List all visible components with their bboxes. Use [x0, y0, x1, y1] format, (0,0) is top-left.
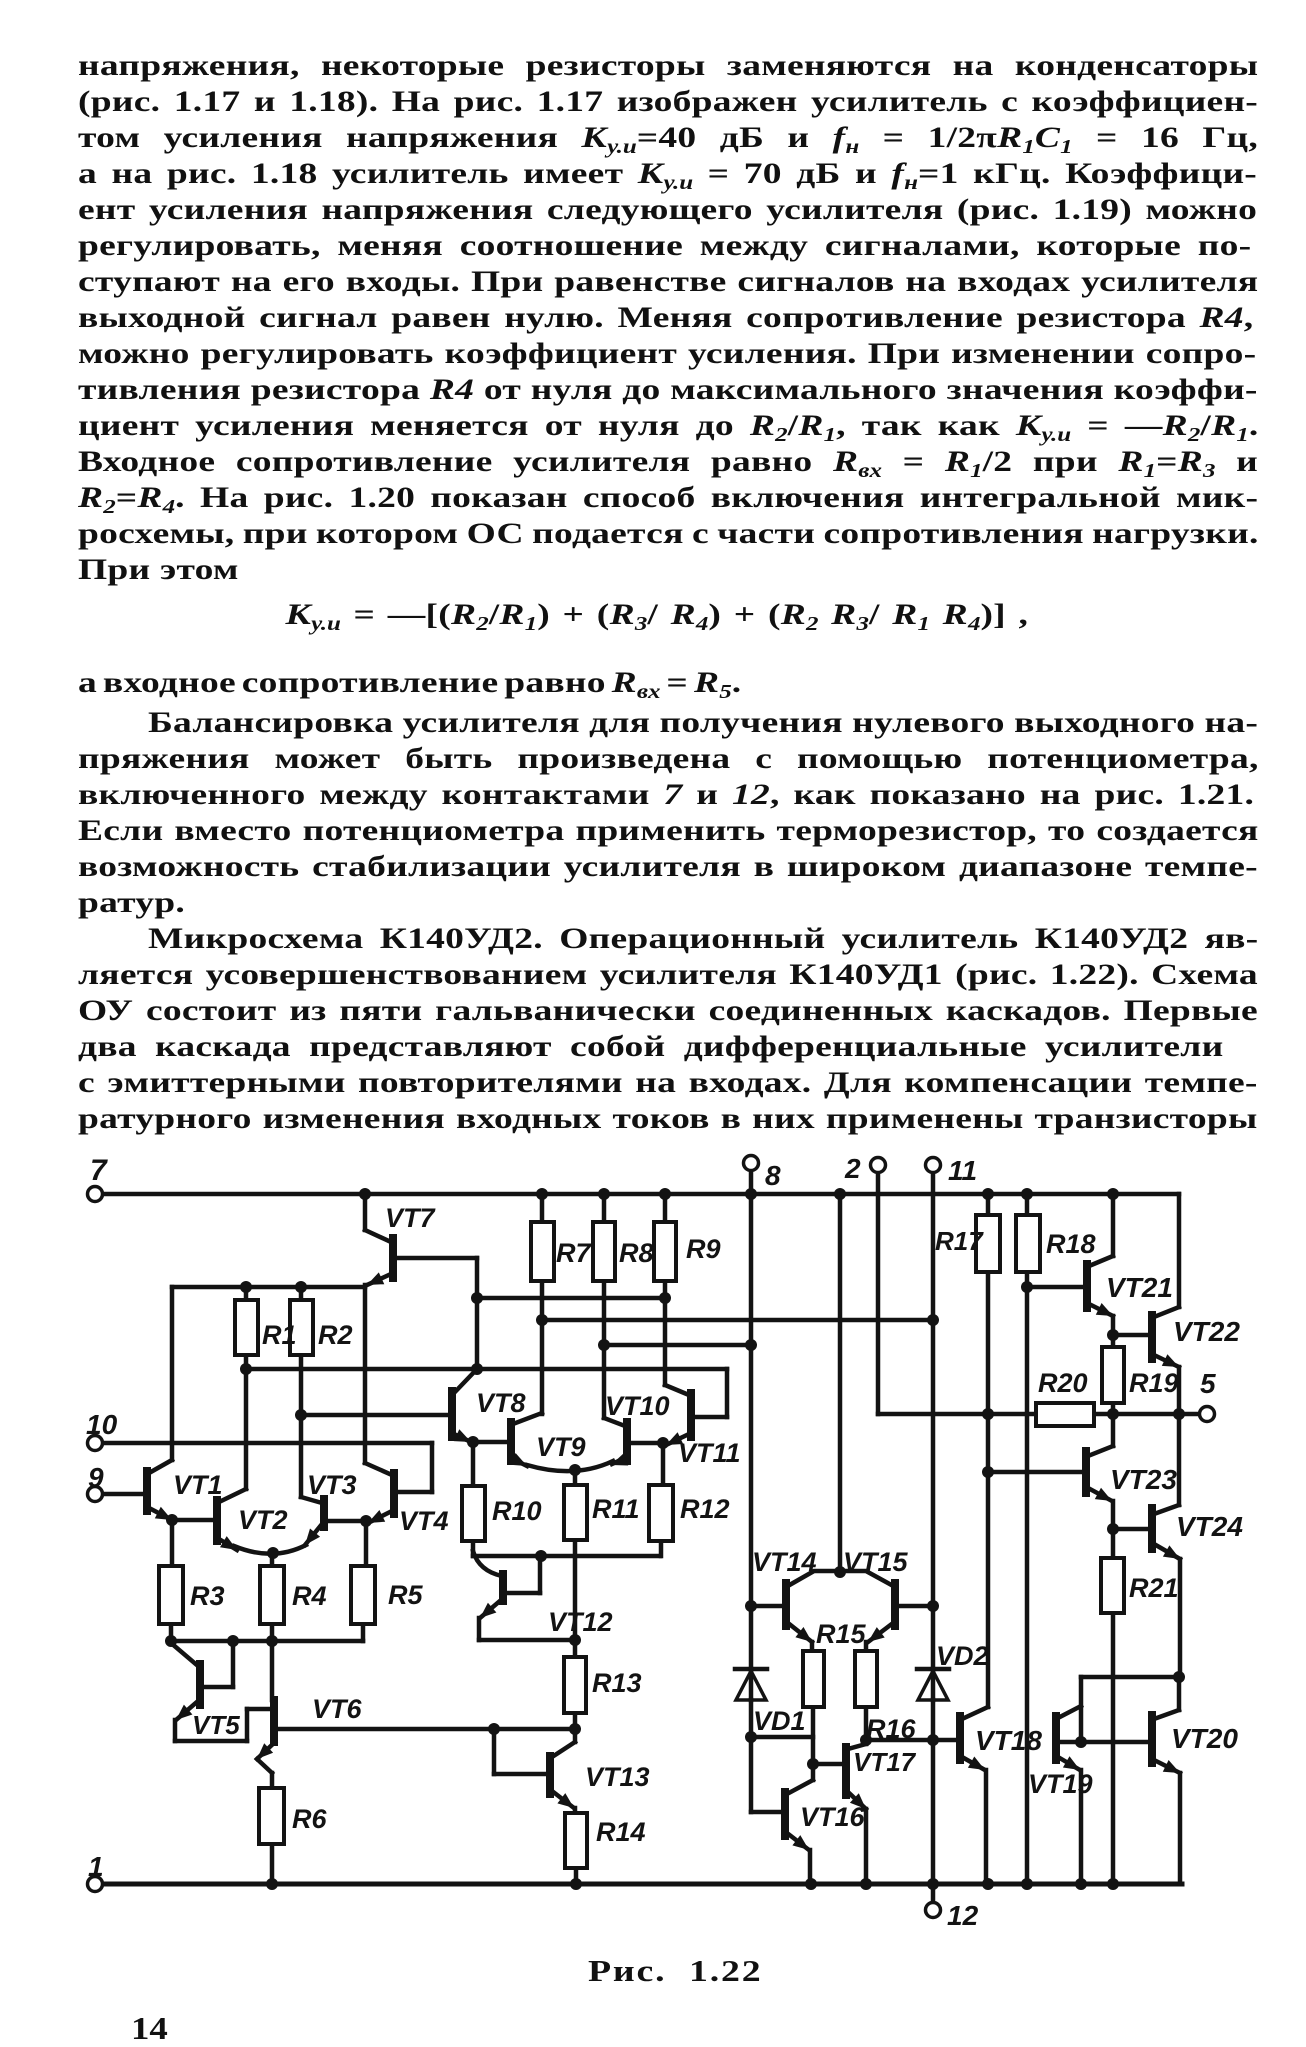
svg-text:VT14: VT14: [752, 1547, 817, 1577]
svg-text:R4: R4: [292, 1581, 327, 1611]
svg-text:VD1: VD1: [753, 1706, 806, 1736]
svg-text:VT3: VT3: [307, 1470, 357, 1500]
svg-text:R11: R11: [592, 1494, 640, 1524]
svg-text:VT15: VT15: [843, 1547, 909, 1577]
svg-text:R9: R9: [686, 1234, 721, 1264]
svg-text:VT22: VT22: [1173, 1316, 1240, 1347]
svg-text:VT16: VT16: [800, 1802, 866, 1832]
svg-text:10: 10: [86, 1409, 118, 1440]
svg-text:VT18: VT18: [975, 1725, 1042, 1756]
svg-text:VT8: VT8: [476, 1388, 526, 1418]
svg-text:R6: R6: [292, 1804, 327, 1834]
svg-text:R15: R15: [816, 1619, 867, 1649]
svg-text:VT21: VT21: [1106, 1272, 1173, 1303]
svg-text:R2: R2: [318, 1320, 353, 1350]
svg-text:VT5: VT5: [192, 1710, 240, 1740]
svg-text:R3: R3: [190, 1581, 225, 1611]
svg-text:R5: R5: [388, 1580, 423, 1610]
svg-text:VT2: VT2: [238, 1505, 288, 1535]
svg-text:VT11: VT11: [678, 1438, 741, 1468]
svg-text:VT6: VT6: [312, 1694, 363, 1724]
svg-text:VT10: VT10: [605, 1391, 670, 1421]
svg-text:12: 12: [947, 1900, 979, 1931]
svg-text:R13: R13: [592, 1668, 642, 1698]
svg-text:9: 9: [88, 1462, 104, 1493]
svg-text:R17: R17: [935, 1226, 984, 1256]
svg-text:VT20: VT20: [1171, 1723, 1238, 1754]
svg-text:VT12: VT12: [548, 1607, 613, 1637]
svg-text:VT9: VT9: [536, 1432, 586, 1462]
svg-text:VT23: VT23: [1110, 1464, 1177, 1495]
svg-text:VT24: VT24: [1176, 1511, 1243, 1542]
svg-text:R18: R18: [1046, 1229, 1096, 1259]
svg-text:VT1: VT1: [173, 1470, 223, 1500]
svg-text:VD2: VD2: [936, 1641, 989, 1671]
svg-text:R10: R10: [492, 1496, 542, 1526]
svg-text:R19: R19: [1129, 1368, 1179, 1398]
svg-text:8: 8: [765, 1160, 781, 1191]
svg-text:7: 7: [90, 1154, 108, 1187]
svg-text:R7: R7: [556, 1238, 592, 1268]
svg-text:R8: R8: [619, 1238, 654, 1268]
svg-text:1: 1: [88, 1851, 104, 1882]
svg-text:R1: R1: [262, 1320, 297, 1350]
svg-text:2: 2: [844, 1153, 861, 1184]
svg-text:R12: R12: [680, 1494, 730, 1524]
svg-text:R21: R21: [1129, 1573, 1179, 1603]
svg-text:VT19: VT19: [1028, 1769, 1093, 1799]
svg-text:R14: R14: [596, 1817, 646, 1847]
svg-text:11: 11: [948, 1155, 977, 1186]
svg-text:VT13: VT13: [585, 1762, 650, 1792]
svg-text:R16: R16: [866, 1714, 917, 1744]
svg-text:R20: R20: [1038, 1368, 1088, 1398]
svg-text:VT7: VT7: [385, 1203, 437, 1233]
svg-text:VT4: VT4: [399, 1506, 449, 1536]
svg-text:VT17: VT17: [853, 1747, 917, 1777]
svg-text:5: 5: [1200, 1368, 1216, 1399]
